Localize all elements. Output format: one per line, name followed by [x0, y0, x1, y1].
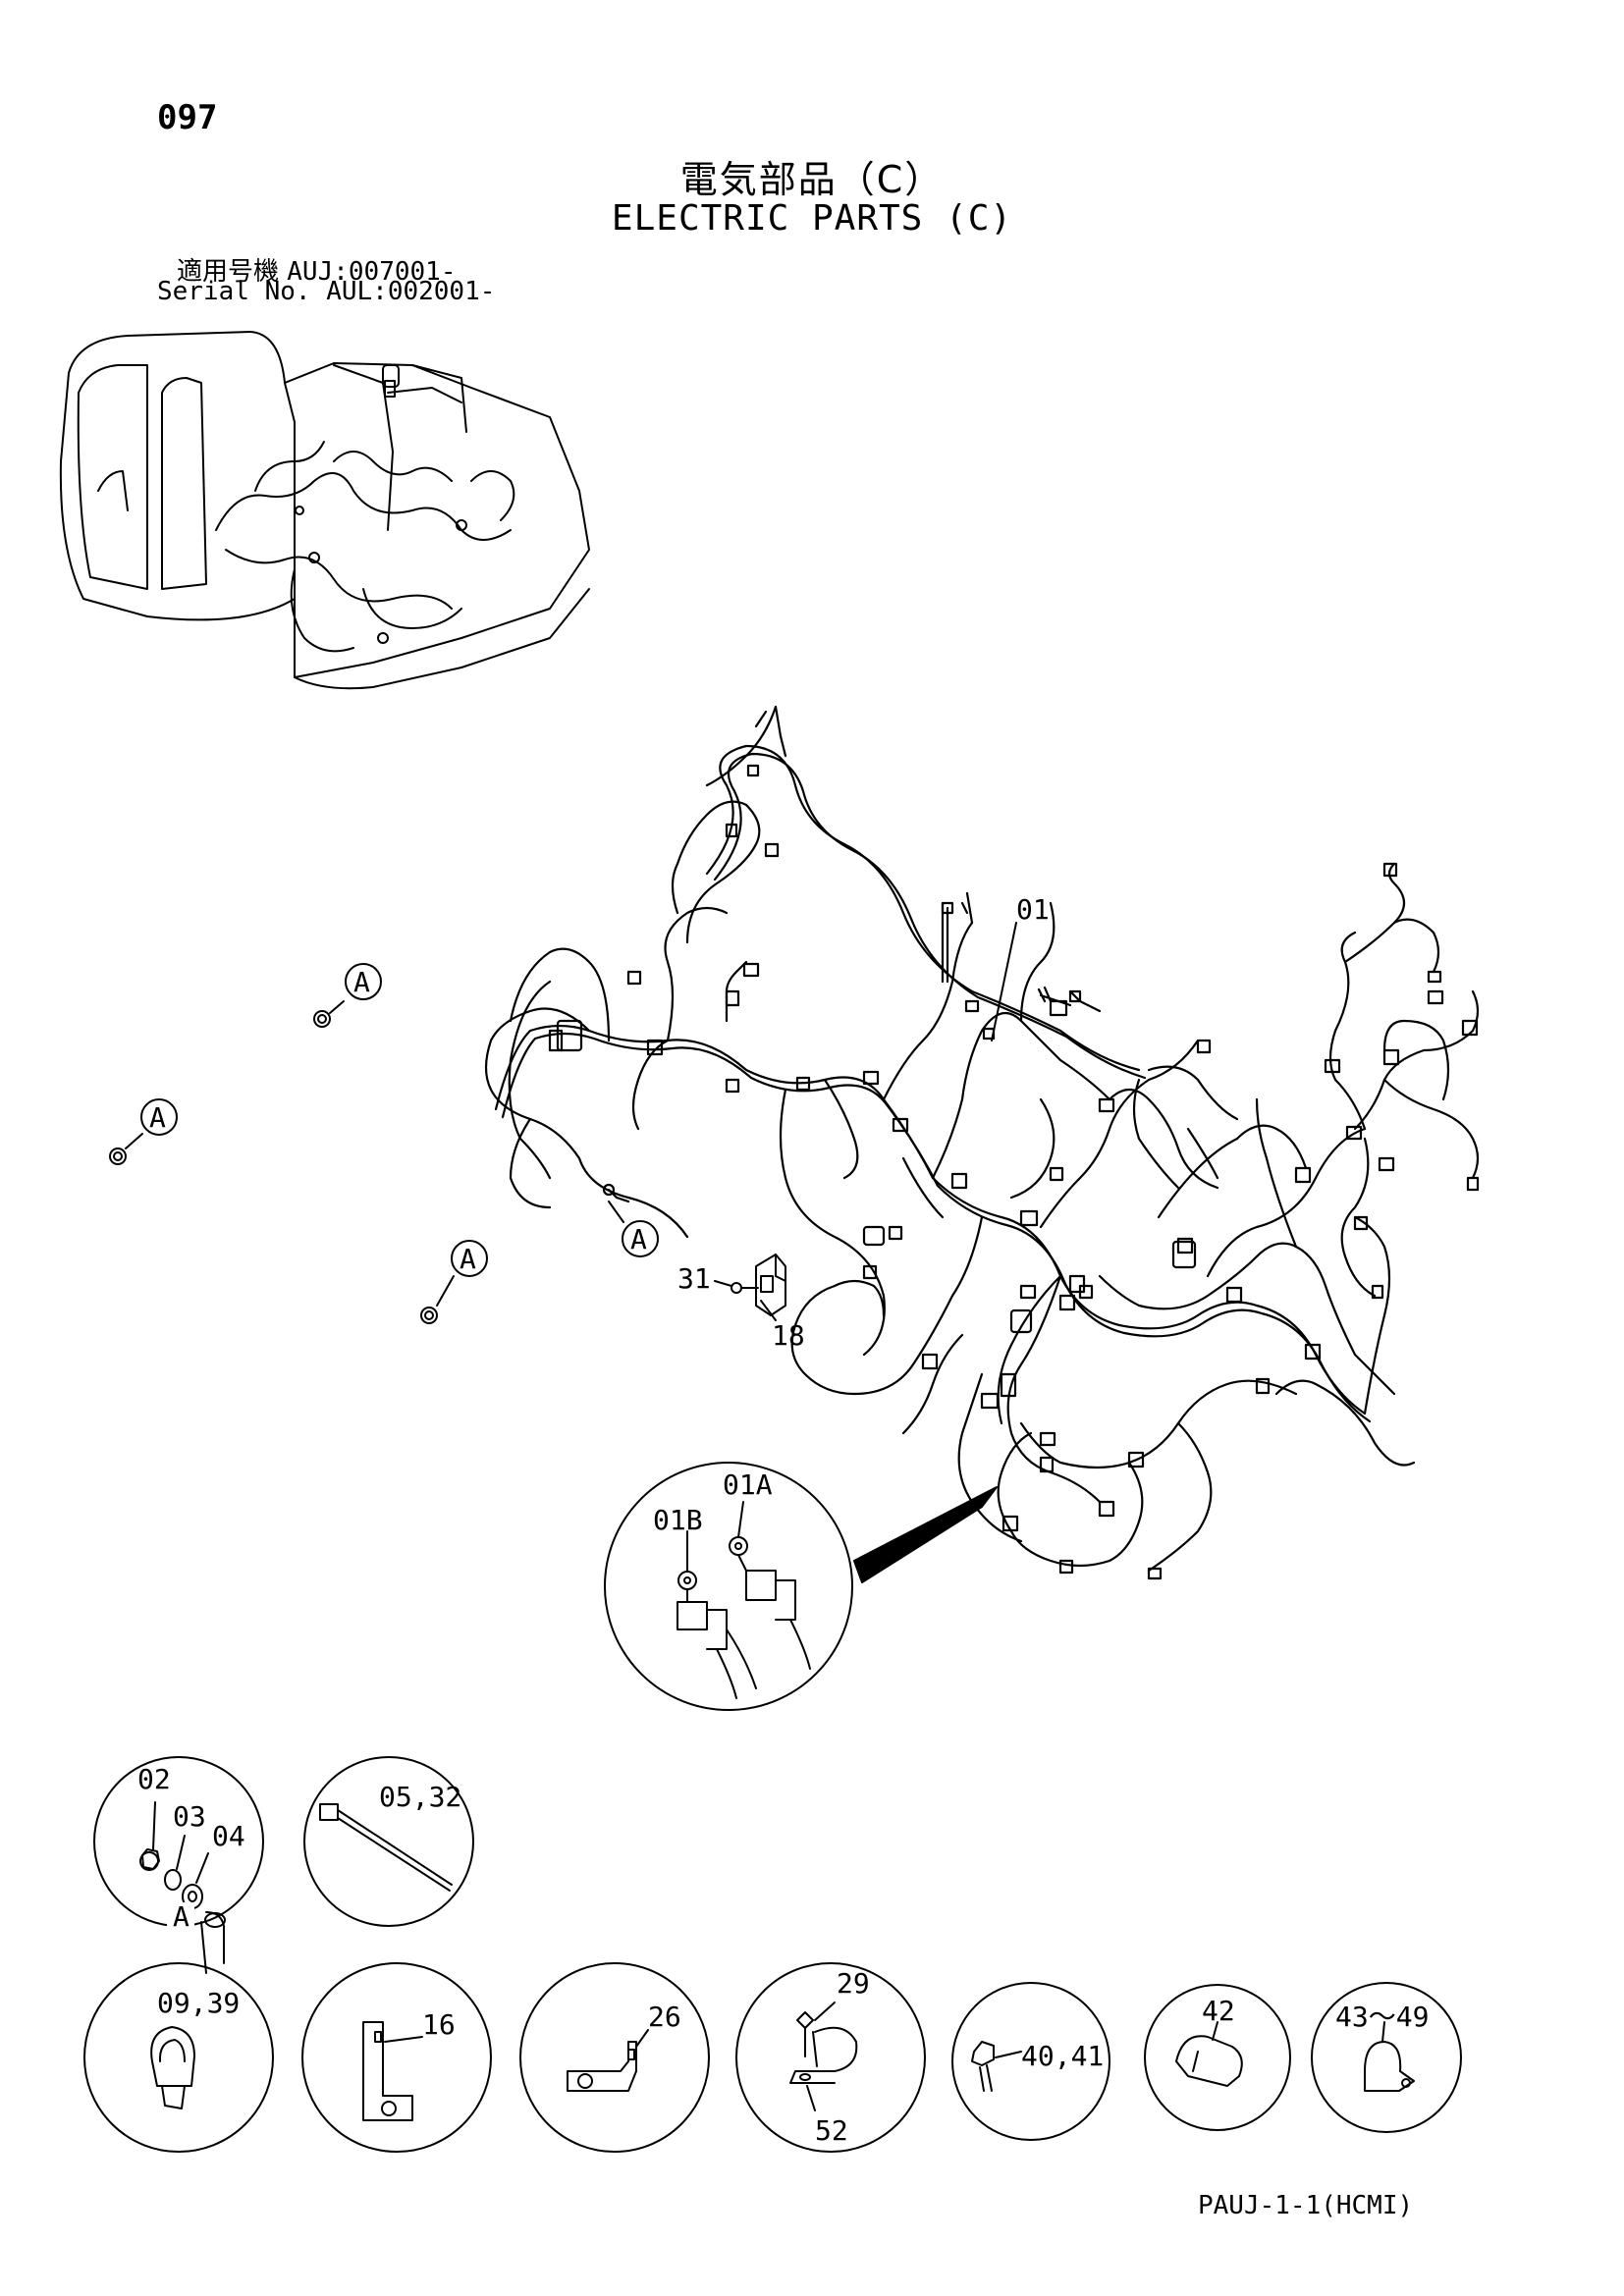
machine-overview — [59, 331, 590, 690]
callout-18-label: 18 — [772, 1319, 805, 1352]
bracket-18-assembly — [731, 1254, 786, 1321]
ref-a-label-1: A — [353, 966, 370, 998]
part-52-label: 52 — [815, 2114, 848, 2147]
callout-31-label: 31 — [677, 1262, 711, 1295]
page-title-english: ELECTRIC PARTS (C) — [611, 198, 1013, 239]
ref-a-label-2: A — [149, 1101, 166, 1134]
part-42-label: 42 — [1202, 1995, 1235, 2027]
part-16-label: 16 — [422, 2008, 456, 2041]
callout-01-label: 01 — [1016, 893, 1050, 926]
part-clamp-29-52 — [735, 1962, 926, 2153]
part-03-label: 03 — [173, 1800, 206, 1833]
page-number: 097 — [157, 98, 218, 137]
nut-a-2 — [109, 1098, 178, 1165]
nut-a-1 — [313, 963, 382, 1028]
nut-a-4 — [608, 1201, 659, 1257]
part-nut-set — [93, 1756, 264, 1974]
serial-jp-label: 適用号機 — [177, 257, 280, 287]
part-05-32-label: 05,32 — [379, 1781, 461, 1813]
ref-a-label-4: A — [630, 1223, 647, 1255]
part-clamp-42 — [1144, 1984, 1291, 2131]
part-tie — [303, 1756, 474, 1927]
detail-01a-01b — [604, 1462, 998, 1711]
ref-a-label-3: A — [460, 1243, 476, 1275]
part-04-label: 04 — [212, 1820, 245, 1852]
part-clamp-43-49 — [1311, 1982, 1462, 2133]
footer-code: PAUJ-1-1(HCMI) — [1198, 2191, 1414, 2220]
part-02-label: 02 — [137, 1763, 171, 1795]
serial-jp-value: AUJ:007001- — [287, 257, 457, 287]
nut-set-ref-label: A — [173, 1900, 189, 1933]
callout-01-leader — [991, 922, 1017, 1041]
part-40-41-label: 40,41 — [1021, 2040, 1104, 2072]
serial-japanese-line: 適用号機 AUJ:007001- — [177, 251, 456, 288]
part-bolt-40-41 — [951, 1982, 1110, 2141]
callout-01a-label: 01A — [723, 1468, 773, 1501]
serial-en-label: Serial No. — [157, 277, 311, 306]
part-clip-09-39 — [83, 1962, 274, 2153]
serial-english-line: Serial No. AUL:002001- — [157, 277, 495, 306]
page-title-japanese: 電気部品（C） — [679, 158, 945, 201]
part-plate-26 — [519, 1962, 710, 2153]
serial-en-value: AUL:002001- — [326, 277, 496, 306]
callout-01b-label: 01B — [653, 1504, 703, 1536]
part-29-label: 29 — [837, 1967, 870, 2000]
part-43-49-label: 43～49 — [1335, 2001, 1429, 2033]
part-plate-16 — [301, 1962, 492, 2153]
part-09-39-label: 09,39 — [157, 1987, 240, 2019]
part-26-label: 26 — [648, 2001, 681, 2033]
nut-a-3 — [420, 1240, 488, 1324]
main-wiring-harness — [484, 705, 1480, 1580]
